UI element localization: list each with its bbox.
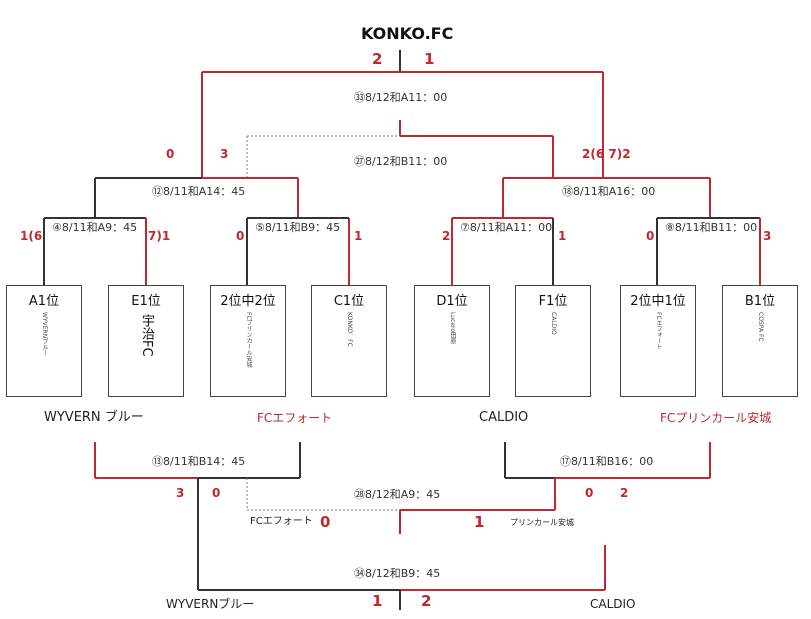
loser-right-match-label: ⑰8/11和B16：00 (560, 455, 654, 468)
team-name: Lucero田原 (449, 312, 456, 345)
team-name: KONKO．FC (346, 312, 353, 347)
loser-right-left-score: 0 (585, 486, 594, 500)
team-rank: C1位 (333, 294, 365, 309)
team-box-second-1: 2位中1位 FCエフォート (620, 285, 696, 397)
team-name: FCエフォート (655, 312, 662, 350)
loser-center-left-name: FCエフォート (250, 516, 313, 527)
loser-center-right-score: 1 (474, 513, 485, 531)
team-rank: E1位 (131, 294, 161, 309)
final-left-score: 2 (372, 50, 383, 68)
qf3-match-label: ⑦8/11和A11：00 (460, 221, 553, 234)
loser-mid-left-team: FCエフォート (257, 411, 333, 425)
team-rank: F1位 (538, 294, 568, 309)
loser-bottom-right-score: 2 (421, 592, 432, 610)
team-box-a1: A1位 WYVERNブルー (6, 285, 82, 397)
team-rank: A1位 (28, 294, 60, 309)
sfl-left-score: 0 (166, 147, 175, 161)
team-box-d1: D1位 Lucero田原 (414, 285, 490, 397)
qf1-right-score: 7)1 (148, 229, 171, 243)
loser-mid-right-team: CALDIO (479, 410, 529, 425)
team-rank: D1位 (436, 294, 468, 309)
qf1-left-score: 1(6 (20, 229, 43, 243)
qf1-match-label: ④8/11和A9：45 (52, 221, 138, 234)
loser-right-right-score: 2 (620, 486, 629, 500)
loser-bottom-left-score: 1 (372, 592, 383, 610)
sfl-match-label: ⑫8/11和A14：45 (152, 185, 246, 198)
qf4-left-score: 0 (646, 229, 655, 243)
final-right-score: 1 (424, 50, 435, 68)
qf2-match-label: ⑤8/11和B9：45 (255, 221, 341, 234)
team-name: 宇治FC (139, 314, 154, 357)
team-box-e1: E1位 宇治FC (108, 285, 184, 397)
loser-left-team: WYVERN ブルー (44, 410, 144, 425)
team-box-f1: F1位 CALDIO (515, 285, 591, 397)
loser-bottom-match-label: ㉞8/12和B9：45 (354, 567, 441, 580)
qf2-right-score: 1 (354, 229, 363, 243)
loser-left-right-score: 0 (212, 486, 221, 500)
loser-center-left-score: 0 (320, 513, 331, 531)
team-name: FCプリンカール安城 (245, 312, 252, 368)
qf2-left-score: 0 (236, 229, 245, 243)
sfr-score: 2(6 7)2 (582, 147, 631, 161)
loser-center-right-name: プリンカール安城 (510, 518, 574, 527)
loser-left-left-score: 3 (176, 486, 185, 500)
team-name: CALDIO (550, 312, 557, 335)
loser-right-team: FCプリンカール安城 (660, 411, 772, 425)
final-match-label: ㉝8/12和A11：00 (354, 91, 448, 104)
team-box-second-2: 2位中2位 FCプリンカール安城 (210, 285, 286, 397)
team-name: COSPA FC (757, 312, 764, 342)
team-box-b1: B1位 COSPA FC (722, 285, 798, 397)
team-rank: 2位中1位 (630, 294, 686, 309)
sfr-match-label: ⑱8/11和A16：00 (562, 185, 656, 198)
loser-left-match-label: ⑬8/11和B14：45 (152, 455, 246, 468)
bracket-title: KONKO.FC (361, 24, 454, 43)
loser-center-match-label: ㉘8/12和A9：45 (354, 488, 441, 501)
loser-bottom-right-name: CALDIO (590, 597, 636, 611)
team-name: WYVERNブルー (41, 312, 48, 357)
loser-bottom-left-name: WYVERNブルー (166, 597, 255, 611)
team-box-c1: C1位 KONKO．FC (311, 285, 387, 397)
qf3-left-score: 2 (442, 229, 451, 243)
qf3-right-score: 1 (558, 229, 567, 243)
sf3-match-label: ㉗8/12和B11：00 (354, 155, 448, 168)
team-rank: B1位 (744, 294, 776, 309)
qf4-right-score: 3 (763, 229, 772, 243)
sfl-right-score: 3 (220, 147, 229, 161)
team-rank: 2位中2位 (220, 294, 276, 309)
qf4-match-label: ⑧8/11和B11：00 (665, 221, 758, 234)
